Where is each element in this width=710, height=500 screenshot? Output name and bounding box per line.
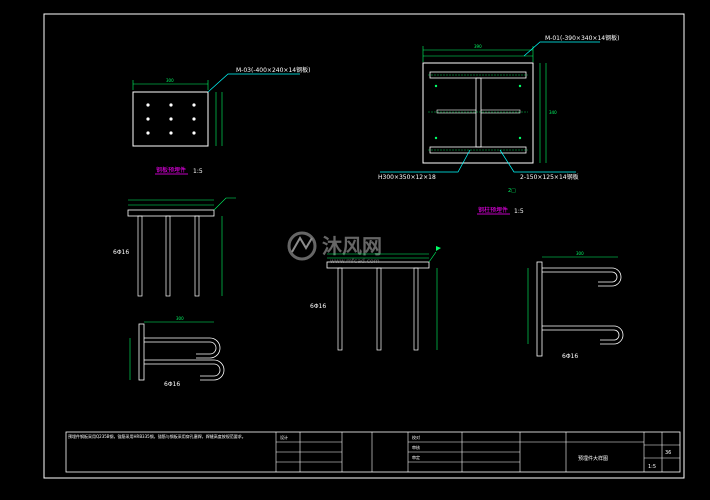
m01-dim-side: 340 [549,110,557,115]
rebar-label-left: 6Φ16 [113,249,129,256]
m01-scale: 1:5 [514,208,524,215]
m03-dim-top: 300 [166,78,174,83]
plate-m01-plan: 390 340 M-01(-390×340×14钢板) H300×350×12×… [378,34,619,215]
m01-title: 钢柱预埋件 [478,206,508,214]
rebar-label-hook-right: 6Φ16 [562,353,578,360]
title-block-role-1: 设计 [280,434,288,440]
m03-title: 钢板预埋件 [156,166,186,174]
m03-scale: 1:5 [193,168,203,175]
m01-stiffener: 2-150×125×14钢板 [520,173,579,181]
watermark-text: 沐风网 [322,234,382,258]
plate-m03-plan: 300 M-03(-400×240×14钢板) 钢板预埋件 1:5 [132,66,310,175]
title-block-notes: 预埋件钢板采用Q235B钢，锚筋采用HRB335钢，锚筋与钢板采用穿孔塞焊，焊缝… [68,434,246,439]
hook-dim-right: 300 [576,251,584,256]
title-block-role-4: 审定 [412,454,420,460]
anchor-hook-left: 300 6Φ16 [129,316,225,388]
watermark-logo-icon [287,231,317,261]
title-block-role-3: 审核 [412,444,420,450]
title-block-scale: 1:5 [648,464,656,470]
m01-dim-top: 390 [474,44,482,49]
drawing-frame [43,13,685,479]
m01-h-section: H300×350×12×18 [378,174,436,181]
anchor-elevation-center: 6Φ16 [310,246,441,351]
rebar-label-center: 6Φ16 [310,303,326,310]
drawing-name: 预埋件大样图 [578,455,608,462]
rebar-label-hook-left: 6Φ16 [164,381,180,388]
svg-text:2□: 2□ [508,188,516,194]
anchor-elevation-left: 6Φ16 [113,197,236,297]
m01-callout: M-01(-390×340×14钢板) [545,34,619,42]
sheet-number: 36 [665,450,671,456]
anchor-hook-right: 300 6Φ16 [527,251,624,360]
watermark: 沐风网 www.mfcad.com [287,231,382,265]
m03-callout: M-03(-400×240×14钢板) [236,66,310,74]
hook-dim-left: 300 [176,316,184,321]
title-block-role-2: 校对 [412,434,420,440]
title-block: 预埋件钢板采用Q235B钢，锚筋采用HRB335钢，锚筋与钢板采用穿孔塞焊，焊缝… [65,431,681,473]
watermark-url: www.mfcad.com [330,258,380,265]
